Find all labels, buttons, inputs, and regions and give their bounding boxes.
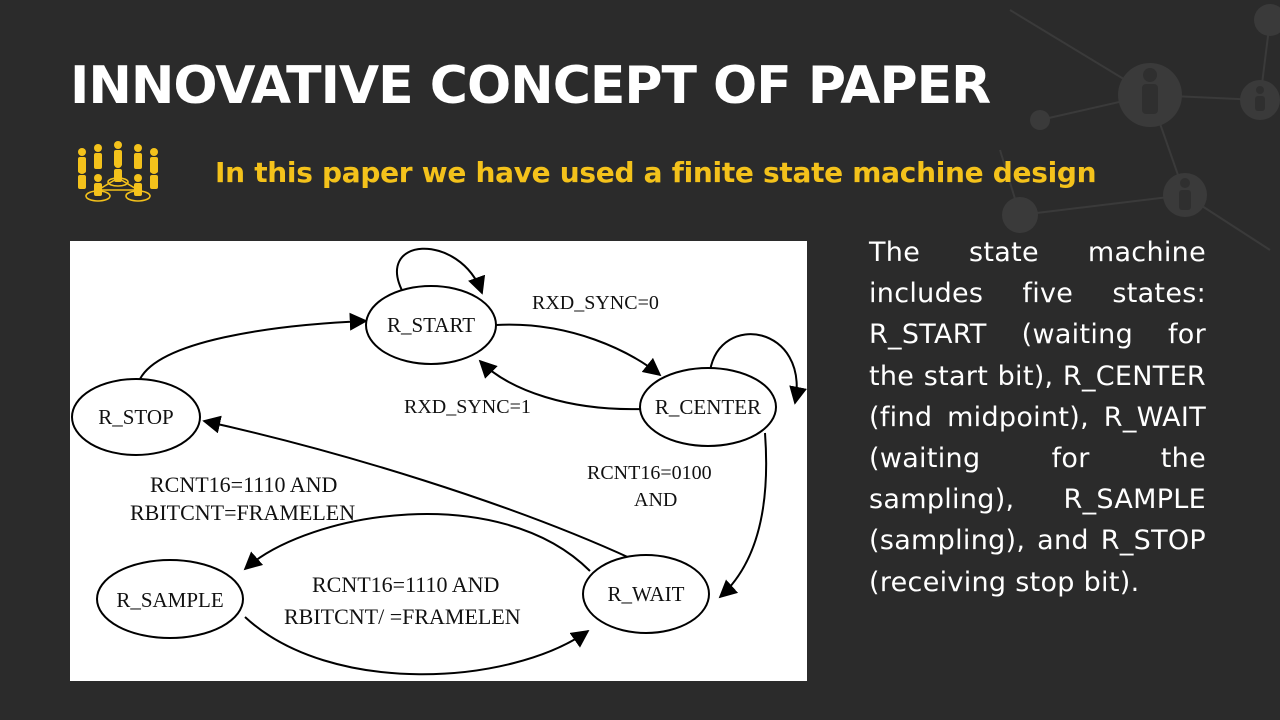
state-r-stop (71, 378, 201, 456)
state-label-r-sample: R_SAMPLE (116, 588, 223, 612)
edge-start-to-center (495, 323, 662, 377)
edge-center-to-wait (718, 432, 768, 599)
state-label-r-center: R_CENTER (655, 395, 761, 419)
edge-wait-to-stop (202, 415, 633, 560)
edge-sample-to-wait (244, 616, 590, 676)
label-start-to-center: RXD_SYNC=0 (532, 292, 659, 314)
edge-stop-to-start (139, 312, 368, 380)
state-label-r-start: R_START (387, 313, 475, 337)
description-text: The state machine includes five states: … (869, 237, 1206, 598)
edge-start-self (396, 247, 486, 297)
transition-edges (139, 247, 807, 676)
label-sample-wait-2: RBITCNT/ =FRAMELEN (284, 604, 521, 629)
state-r-sample (96, 559, 244, 639)
state-r-wait (582, 554, 710, 634)
label-center-to-start: RXD_SYNC=1 (404, 396, 531, 418)
edge-center-to-start (478, 359, 643, 411)
state-r-center (639, 367, 777, 447)
label-wait-to-stop-1: RCNT16=1110 AND (150, 472, 337, 497)
diagram-canvas: R_START R_CENTER R_STOP R_SAMPLE R_WAIT … (71, 247, 807, 676)
people-network-icon (78, 141, 158, 202)
edge-wait-to-sample (243, 513, 591, 572)
subtitle: In this paper we have used a finite stat… (215, 156, 1097, 189)
label-sample-wait-1: RCNT16=1110 AND (312, 572, 499, 597)
edge-center-self (709, 333, 807, 405)
label-center-to-wait-2: AND (634, 489, 677, 511)
page-title: INNOVATIVE CONCEPT OF PAPER (70, 56, 991, 116)
state-label-r-stop: R_STOP (98, 405, 173, 429)
state-machine-diagram: R_START R_CENTER R_STOP R_SAMPLE R_WAIT … (70, 241, 807, 681)
label-wait-to-stop-2: RBITCNT=FRAMELEN (130, 500, 355, 525)
label-center-to-wait-1: RCNT16=0100 (587, 462, 712, 484)
state-label-r-wait: R_WAIT (608, 582, 685, 606)
state-r-start (365, 285, 497, 365)
